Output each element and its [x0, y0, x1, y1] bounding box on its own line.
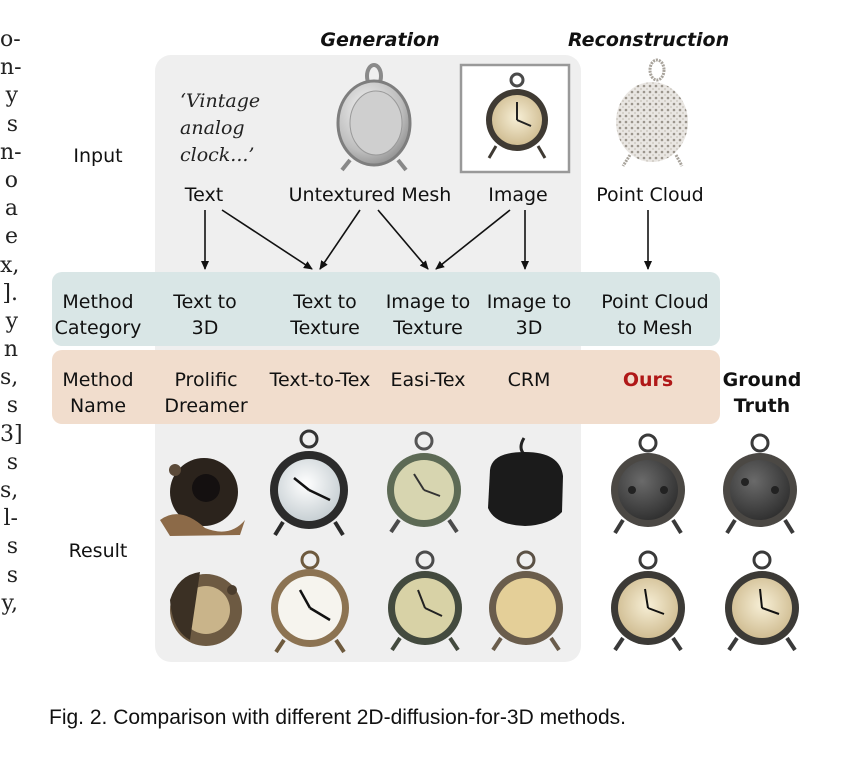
adjacent-text-fragment: a [4, 196, 18, 222]
input-image-thumbnail [459, 63, 571, 174]
arrow-text-to-texture [221, 209, 313, 270]
adjacent-text-fragment: s, [0, 478, 19, 503]
method-category-band [52, 272, 720, 346]
figure-caption: Fig. 2. Comparison with different 2D-dif… [49, 706, 626, 729]
result-ours-2 [611, 550, 685, 652]
result-row-2 [170, 550, 799, 654]
result-text-to-tex-1 [270, 429, 348, 537]
adjacent-text-fragment: 3] [0, 421, 23, 447]
adjacent-text-fragment: ]. [2, 280, 18, 306]
adjacent-text-fragment: y [5, 83, 18, 109]
arrow-mesh-to-text-texture [319, 209, 361, 270]
adjacent-text-fragment: o- [0, 27, 21, 52]
adjacent-text-fragment: x, [0, 252, 20, 278]
result-row-1 [160, 429, 797, 537]
adjacent-text-fragment: n- [0, 55, 22, 81]
result-prolific-dreamer-1 [160, 458, 245, 536]
method-name-band [52, 350, 720, 424]
adjacent-text-fragment: e [4, 224, 18, 250]
point-cloud-image [616, 58, 688, 167]
adjacent-text-fragment: s, [0, 365, 19, 391]
result-prolific-dreamer-2 [170, 572, 242, 646]
adjacent-text-fragment: l- [3, 506, 18, 532]
adjacent-text-fragment: s [6, 111, 18, 137]
result-ours-1 [611, 433, 685, 535]
method-crm: CRM [507, 369, 551, 391]
generation-header: Generation [320, 29, 440, 51]
result-easi-tex-2 [388, 550, 462, 652]
result-crm-2 [489, 550, 563, 652]
flow-arrows [201, 209, 652, 270]
adjacent-text-fragment: n- [0, 139, 22, 165]
adjacent-text-fragment: n [3, 337, 18, 363]
input-label-text: Text [184, 184, 224, 206]
adjacent-text-fragment: y, [1, 590, 19, 616]
method-ours: Ours [622, 369, 674, 391]
method-easi-tex: Easi-Tex [390, 369, 466, 391]
adjacent-text-fragment: y [5, 308, 18, 334]
untextured-mesh-image [336, 63, 412, 172]
adjacent-text-fragment: o [4, 167, 18, 193]
result-text-to-tex-2 [271, 550, 349, 654]
reconstruction-header: Reconstruction [568, 29, 730, 51]
input-label-point-cloud: Point Cloud [596, 184, 704, 206]
result-easi-tex-1 [387, 431, 461, 534]
adjacent-text-fragment: s [6, 449, 18, 475]
result-ground-truth-1 [723, 433, 797, 535]
result-crm-1 [488, 437, 563, 526]
method-text-to-tex: Text-to-Tex [269, 369, 371, 391]
input-label-untextured-mesh: Untextured Mesh [288, 184, 452, 206]
result-row-label: Result [68, 540, 128, 562]
arrow-image-to-texture [435, 209, 511, 270]
result-ground-truth-2 [725, 550, 799, 652]
input-row-label: Input [73, 145, 123, 167]
adjacent-text-fragment: s [6, 562, 18, 588]
input-label-image: Image [488, 184, 548, 206]
arrow-mesh-to-image-texture [377, 209, 429, 270]
adjacent-text-fragment: s [6, 534, 18, 560]
adjacent-text-fragment: s [6, 393, 18, 419]
